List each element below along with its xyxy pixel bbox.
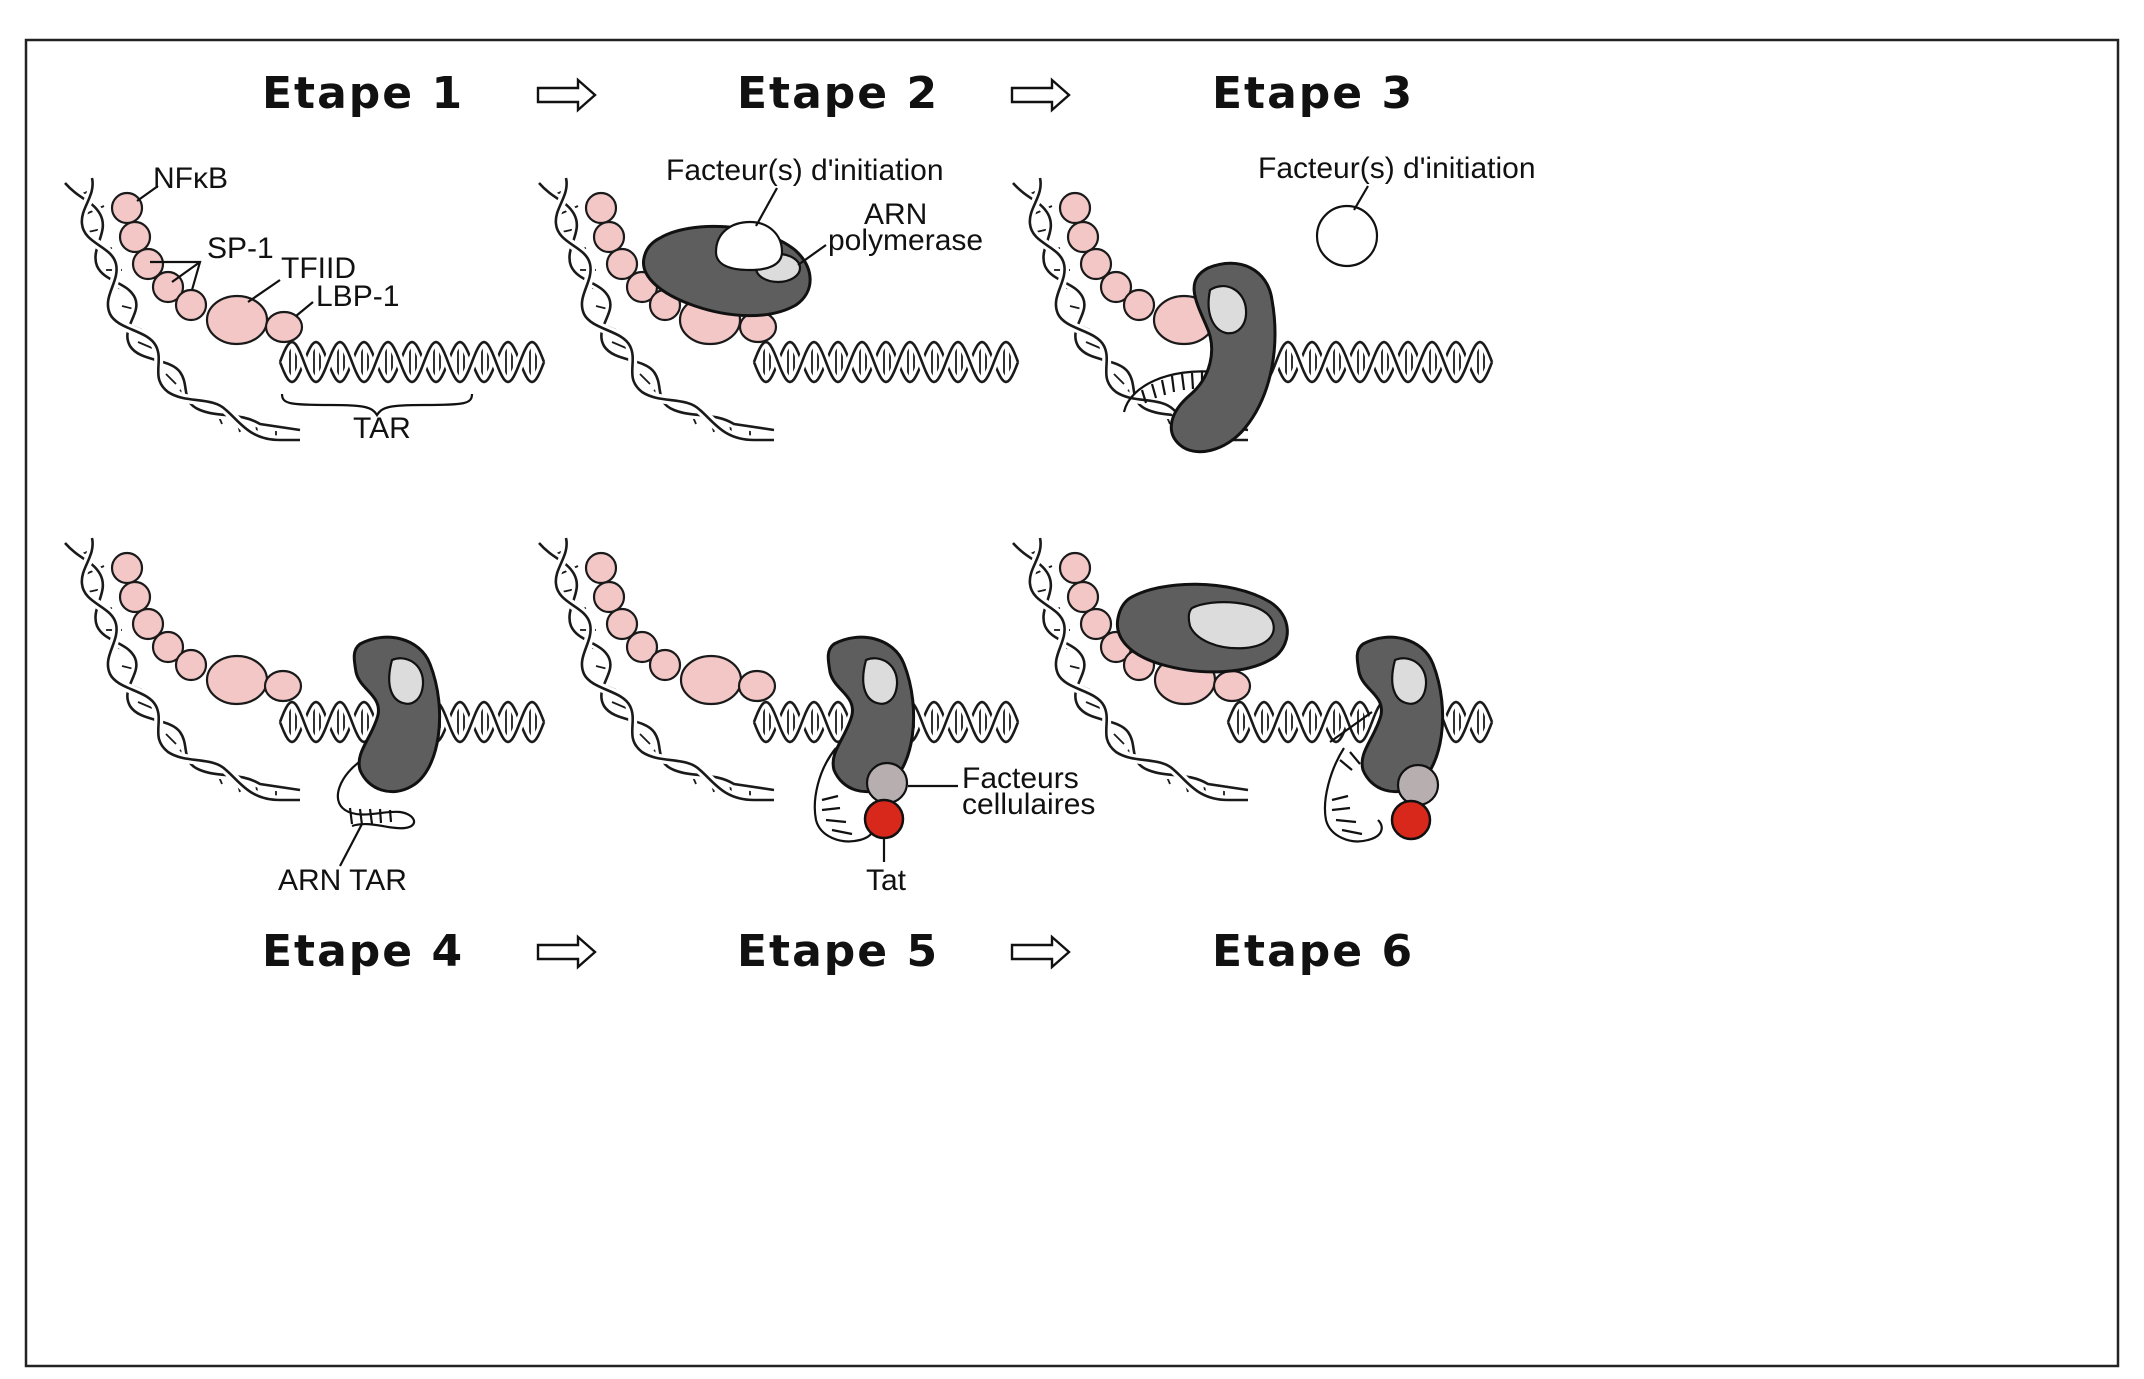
panel-step-1 (61, 177, 549, 445)
nascent-rna (1122, 370, 1216, 413)
sp1-bead (1079, 607, 1113, 641)
polymerase-pocket (1391, 657, 1428, 705)
sp1-bead (131, 607, 165, 641)
polymerase-pocket (1207, 284, 1248, 335)
step-5-labels: Facteurs cellulaires Tat (866, 762, 1095, 897)
sp1-bead (174, 288, 208, 322)
tfiid-protein (205, 654, 269, 706)
step-3-title: Etape 3 (1212, 68, 1414, 119)
nfkb-bead (584, 551, 618, 585)
sp1-bead (625, 630, 659, 664)
initiation-factor-released (1315, 204, 1379, 268)
step-4-title: Etape 4 (262, 926, 464, 977)
tfiid-protein (679, 654, 743, 706)
tar-rna-stemloop (336, 759, 416, 830)
label-tar: TAR (353, 412, 411, 445)
lbp1-protein (264, 310, 304, 344)
tar-rna-bases (1331, 751, 1363, 836)
step-6-proteins (1058, 551, 1445, 843)
step-6-title: Etape 6 (1212, 926, 1414, 977)
nfkb-bead (110, 551, 144, 585)
cellular-factor (1396, 763, 1440, 807)
polymerase-pocket (388, 657, 425, 705)
tat-protein (863, 798, 905, 840)
cellular-factor (865, 761, 909, 805)
label-sp1: SP-1 (207, 232, 274, 265)
nfkb-bead (1058, 191, 1092, 225)
rna-polymerase (1169, 261, 1277, 454)
sp1-bead (1122, 288, 1156, 322)
sp1-bead (151, 630, 185, 664)
label-facteurs: Facteurs (962, 762, 1079, 795)
nfkb-bead (592, 220, 626, 254)
tar-rna-bases (348, 807, 393, 826)
lbp1-protein (1212, 669, 1252, 703)
nascent-rna (1329, 711, 1373, 743)
lbp1-protein (737, 669, 777, 703)
panel-step-2 (535, 177, 1023, 445)
label-lbp1: LBP-1 (316, 280, 399, 313)
label-polymerase: polymerase (828, 224, 983, 257)
step-4-proteins (110, 551, 442, 830)
step-5-title: Etape 5 (737, 926, 939, 977)
label-initiation-factor-2: Facteur(s) d'initiation (666, 154, 944, 187)
initiation-factor (714, 220, 784, 272)
nfkb-bead (1066, 220, 1100, 254)
sp1-bead (1099, 270, 1133, 304)
sp1-bead (1079, 247, 1113, 281)
arrow-step1-to-2 (536, 77, 597, 113)
label-arn-tar: ARN TAR (278, 864, 407, 897)
nfkb-bead (118, 220, 152, 254)
sp1-bead (648, 648, 682, 682)
label-initiation-factor-3: Facteur(s) d'initiation (1258, 152, 1536, 185)
label-arn: ARN (864, 198, 927, 231)
label-nfkb: NFκB (153, 162, 228, 195)
panel-step-6 (1009, 537, 1497, 805)
arrow-step4-to-5 (536, 934, 597, 970)
label-cellulaires: cellulaires (962, 788, 1095, 821)
tar-rna-stemloop (1323, 747, 1383, 843)
step-1-labels: NFκB SP-1 TFIID LBP-1 TAR (136, 162, 474, 445)
label-tat: Tat (866, 864, 907, 897)
nfkb-bead (1058, 551, 1092, 585)
sp1-bead (605, 247, 639, 281)
lbp1-protein (263, 669, 303, 703)
dna-helix (535, 177, 1023, 445)
sp1-bead (131, 247, 165, 281)
tar-brace (280, 393, 474, 418)
nfkb-bead (584, 191, 618, 225)
tat-protein (1390, 799, 1432, 841)
dna-helix (1009, 537, 1497, 805)
polymerase-pocket (862, 657, 899, 705)
tfiid-protein (205, 294, 269, 346)
step-2-proteins (584, 191, 812, 346)
sp1-bead (605, 607, 639, 641)
sp1-bead (174, 648, 208, 682)
label-tfiid: TFIID (281, 252, 356, 285)
arrow-step5-to-6 (1010, 934, 1071, 970)
step-3-labels: Facteur(s) d'initiation (1258, 152, 1536, 211)
dna-helix (61, 177, 549, 445)
step-2-labels: Facteur(s) d'initiation ARN polymerase (666, 154, 983, 266)
step-1-title: Etape 1 (262, 68, 464, 119)
nfkb-bead (592, 580, 626, 614)
step-2-title: Etape 2 (737, 68, 939, 119)
nfkb-bead (1066, 580, 1100, 614)
step-3-proteins (1058, 191, 1379, 454)
nfkb-bead (118, 580, 152, 614)
polymerase-pocket (1187, 601, 1275, 650)
step-1-proteins (110, 191, 304, 346)
figure-frame (24, 38, 2120, 1368)
arrow-step2-to-3 (1010, 77, 1071, 113)
tar-rna-bases (821, 794, 853, 836)
step-5-proteins (584, 551, 916, 843)
step-4-labels: ARN TAR (278, 823, 407, 897)
nfkb-bead (110, 191, 144, 225)
